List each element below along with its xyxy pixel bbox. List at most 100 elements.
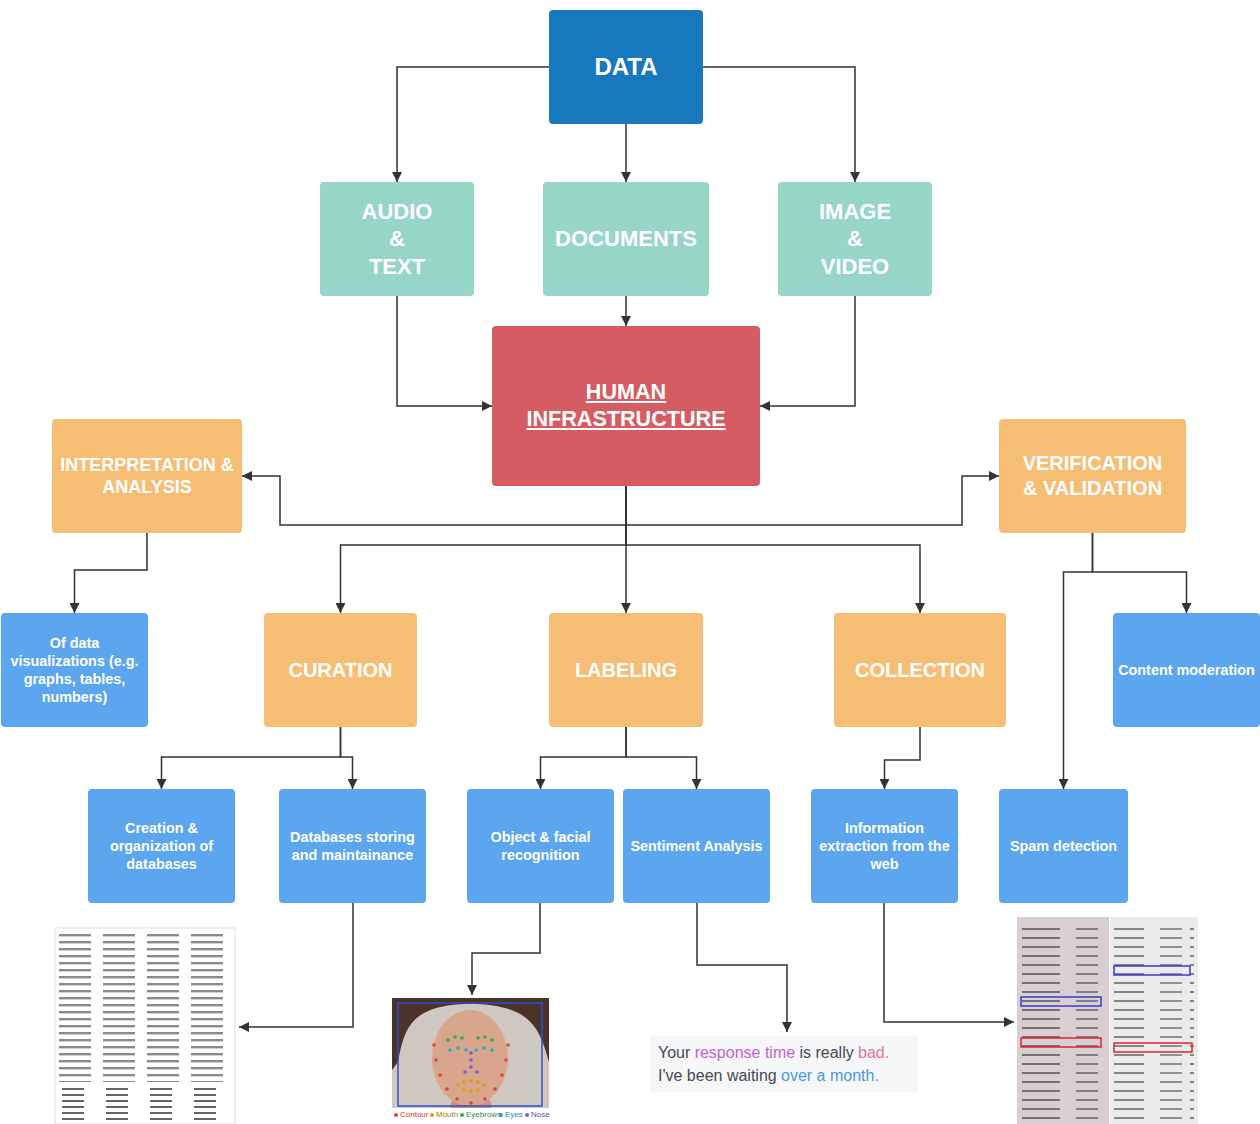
node-label: VERIFICATION & VALIDATION xyxy=(1015,451,1171,501)
leader-arrow xyxy=(239,903,353,1027)
connector-arrow xyxy=(341,727,353,789)
landmark-dot xyxy=(453,1035,457,1039)
highlight-box xyxy=(1114,966,1190,975)
landmark-dot xyxy=(464,1048,468,1052)
node-label: INTERPRETATION & ANALYSIS xyxy=(52,454,242,499)
receipt-photo xyxy=(1017,917,1109,1124)
sentiment-line: I've been waitingover a month. xyxy=(658,1066,883,1086)
task-box: Of data visualizations (e.g. graphs, tab… xyxy=(1,613,148,727)
landmark-dot xyxy=(463,1070,467,1074)
legend-dot xyxy=(394,1113,398,1117)
node-label: LABELING xyxy=(575,658,677,683)
highlight-box xyxy=(1021,1038,1101,1047)
sentiment-text: is really xyxy=(799,1043,853,1063)
connector-arrow xyxy=(760,296,855,406)
highlight-box xyxy=(1021,997,1101,1006)
connector-arrow xyxy=(75,533,148,613)
node-label: Sentiment Analysis xyxy=(630,837,762,855)
legend-dot xyxy=(430,1113,434,1117)
legend-dot xyxy=(460,1113,464,1117)
contour-points xyxy=(432,1043,510,1105)
data-type-box: DOCUMENTS xyxy=(543,182,709,296)
node-label: Of data visualizations (e.g. graphs, tab… xyxy=(1,634,148,706)
connector-arrow xyxy=(1093,533,1187,613)
landmark-dot xyxy=(476,1088,480,1092)
landmark-dot xyxy=(469,1051,473,1055)
landmark-dot xyxy=(469,1065,473,1069)
connector-arrow xyxy=(341,486,627,613)
sentiment-text: I've been waiting xyxy=(658,1066,777,1086)
node-label: AUDIO & TEXT xyxy=(359,198,435,281)
landmark-dot xyxy=(483,1035,487,1039)
landmark-dot xyxy=(475,1070,479,1074)
landmark-dot xyxy=(445,1087,449,1091)
connector-arrow xyxy=(541,727,627,789)
data-type-box: AUDIO & TEXT xyxy=(320,182,474,296)
legend-label: Mouth xyxy=(436,1110,458,1120)
hair xyxy=(392,998,549,1070)
node-label: Object & facial recognition xyxy=(467,828,614,864)
table-rows xyxy=(58,932,234,1082)
leader-arrow xyxy=(472,903,540,995)
node-label: Spam detection xyxy=(1010,837,1117,855)
task-box: Object & facial recognition xyxy=(467,789,614,903)
landmark-dot xyxy=(469,1089,473,1093)
landmark-dot xyxy=(504,1058,508,1062)
landmark-dot xyxy=(476,1036,480,1040)
sentiment-highlight: response time xyxy=(695,1043,796,1063)
node-label: DOCUMENTS xyxy=(555,225,697,253)
landmark-dot xyxy=(438,1073,442,1077)
table-picture xyxy=(55,928,235,1124)
connector-arrow xyxy=(626,727,697,789)
task-box: Sentiment Analysis xyxy=(623,789,770,903)
landmark-dot xyxy=(432,1043,436,1047)
legend-label: Nose xyxy=(531,1110,550,1120)
table-stats xyxy=(58,1086,234,1122)
connector-arrow xyxy=(625,296,627,326)
landmark-dot xyxy=(469,1101,473,1105)
legend-label: Contour xyxy=(400,1110,428,1120)
node-label: HUMAN INFRASTRUCTURE xyxy=(492,379,760,433)
task-box: Information extraction from the web xyxy=(811,789,958,903)
activity-box: COLLECTION xyxy=(834,613,1006,727)
landmark-dot xyxy=(469,1058,473,1062)
connector-arrow xyxy=(626,486,920,613)
receipt-lines xyxy=(1114,925,1194,1120)
highlight-box xyxy=(1114,1043,1192,1052)
connector-arrow xyxy=(1064,533,1093,789)
task-box: Content moderation xyxy=(1113,613,1260,727)
connector-arrow xyxy=(397,67,549,182)
activity-box: LABELING xyxy=(549,613,703,727)
landmark-dot xyxy=(456,1083,460,1087)
landmark-dot xyxy=(482,1046,486,1050)
source-box: DATA xyxy=(549,10,703,124)
leader-arrow xyxy=(697,903,787,1032)
sentiment-line: Yourresponse timeis reallybad. xyxy=(658,1043,893,1063)
receipt-lines xyxy=(1020,925,1106,1120)
landmark-dot xyxy=(506,1043,510,1047)
eye-points xyxy=(448,1046,494,1052)
leader-arrow xyxy=(884,903,1014,1022)
face xyxy=(432,1010,508,1106)
sentiment-panel xyxy=(650,1036,918,1092)
sentiment-text: Your xyxy=(658,1043,690,1063)
landmark-dot xyxy=(474,1048,478,1052)
node-label: Creation & organization of databases xyxy=(88,819,235,873)
hub-box: HUMAN INFRASTRUCTURE xyxy=(492,326,760,486)
legend-label: Eyes xyxy=(505,1110,523,1120)
landmark-dot xyxy=(490,1048,494,1052)
detection-frame xyxy=(398,1003,542,1106)
legend-label: Eyebrows xyxy=(466,1110,501,1120)
landmark-dot xyxy=(469,1079,473,1083)
activity-box: VERIFICATION & VALIDATION xyxy=(999,419,1186,533)
legend-dot xyxy=(525,1113,529,1117)
node-label: COLLECTION xyxy=(855,658,985,683)
node-label: DATA xyxy=(594,52,657,82)
sentiment-highlight: bad. xyxy=(858,1043,889,1063)
mouth-points xyxy=(456,1079,486,1093)
landmark-dot xyxy=(455,1097,459,1101)
landmark-dot xyxy=(476,1080,480,1084)
